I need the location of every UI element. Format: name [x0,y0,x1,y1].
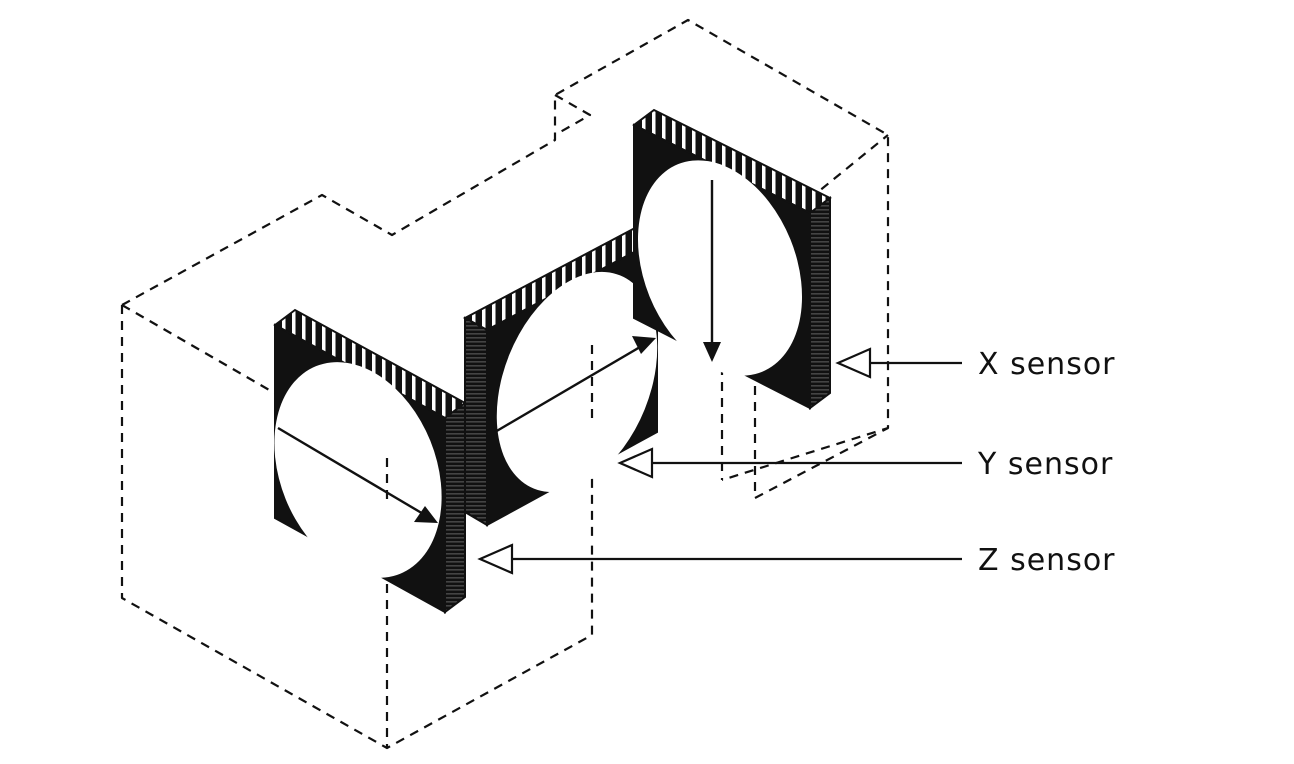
x-sensor-pointer [835,347,962,379]
housing-overlay-lines [385,345,594,500]
z-sensor-pointer [477,543,962,575]
y-sensor-pointer [617,447,962,479]
x-sensor-block [632,108,832,410]
z-sensor-block [273,308,467,614]
x-sensor-label: X sensor [978,347,1116,382]
z-sensor-label: Z sensor [978,543,1116,578]
y-sensor-label: Y sensor [977,447,1113,482]
y-sensor-block [462,226,660,527]
